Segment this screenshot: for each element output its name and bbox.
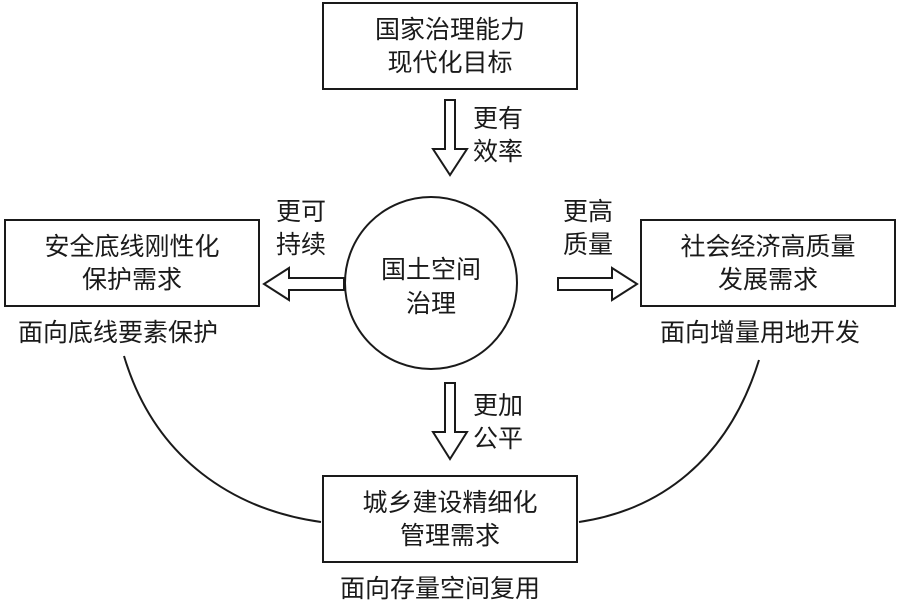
center-text: 国土空间 治理 [356, 253, 506, 321]
bottom-arrow-label-line2: 公平 [473, 424, 524, 453]
top-arrow-label-line2: 效率 [473, 137, 524, 166]
right-arrow-label-line1: 更高 [563, 197, 614, 226]
right-box: 社会经济高质量 发展需求 [640, 219, 896, 307]
left-arrow-label-line2: 持续 [276, 230, 327, 259]
right-box-line2: 发展需求 [717, 265, 818, 294]
arrow-down-top [431, 99, 469, 177]
top-arrow-label-line1: 更有 [473, 104, 524, 133]
bottom-box: 城乡建设精细化 管理需求 [322, 475, 578, 563]
arrow-right [557, 266, 639, 302]
arrow-left [262, 266, 345, 302]
left-caption: 面向底线要素保护 [18, 318, 219, 347]
top-box: 国家治理能力 现代化目标 [322, 2, 578, 90]
right-caption: 面向增量用地开发 [660, 318, 861, 347]
bottom-caption: 面向存量空间复用 [340, 574, 541, 603]
top-arrow-label: 更有 效率 [473, 102, 523, 168]
bottom-arrow-label-line1: 更加 [473, 391, 524, 420]
left-arrow-label: 更可 持续 [276, 195, 326, 261]
center-text-line2: 治理 [405, 289, 456, 318]
left-arrow-label-line1: 更可 [276, 197, 327, 226]
arrow-down-bottom [431, 382, 469, 461]
bottom-box-line1: 城乡建设精细化 [362, 488, 538, 517]
right-arrow-label: 更高 质量 [563, 195, 613, 261]
left-box-line2: 保护需求 [81, 265, 182, 294]
bottom-arrow-label: 更加 公平 [473, 389, 523, 455]
bottom-box-line2: 管理需求 [399, 521, 500, 550]
top-box-line1: 国家治理能力 [374, 15, 525, 44]
right-arrow-label-line2: 质量 [563, 230, 614, 259]
arc-left [123, 355, 322, 523]
top-box-line2: 现代化目标 [387, 48, 513, 77]
left-box-line1: 安全底线刚性化 [44, 232, 220, 261]
right-box-line1: 社会经济高质量 [680, 232, 856, 261]
center-text-line1: 国土空间 [380, 255, 481, 284]
left-box: 安全底线刚性化 保护需求 [4, 219, 260, 307]
arc-right [578, 359, 760, 523]
